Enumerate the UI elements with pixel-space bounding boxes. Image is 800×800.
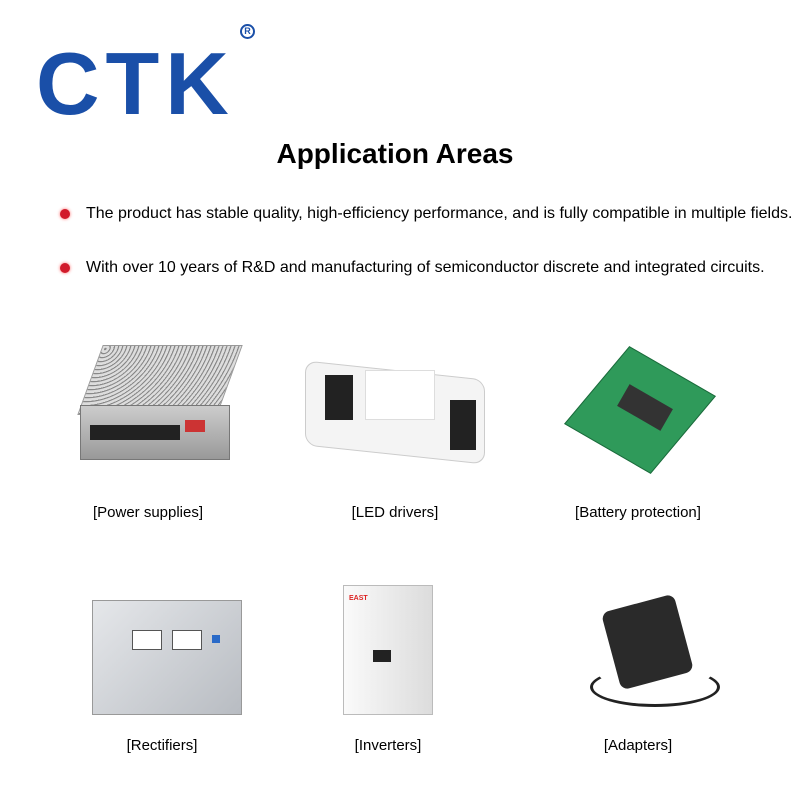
- battery-protection-image: [564, 345, 716, 475]
- application-label-power-supplies: [Power supplies]: [92, 504, 204, 521]
- bullet-item: The product has stable quality, high-eff…: [52, 205, 792, 223]
- power-supply-image: [77, 345, 243, 465]
- application-label-rectifiers: [Rectifiers]: [126, 737, 198, 754]
- bullet-dot-icon: [60, 209, 70, 219]
- application-label-inverters: [Inverters]: [354, 737, 422, 754]
- application-label-adapters: [Adapters]: [603, 737, 673, 754]
- registered-mark: R: [240, 24, 255, 39]
- bullet-text: The product has stable quality, high-eff…: [86, 205, 793, 222]
- page-title: Application Areas: [276, 138, 514, 169]
- adapter-image: [550, 582, 735, 732]
- inverter-image: EAST: [343, 585, 433, 720]
- application-label-battery-protection: [Battery protection]: [575, 504, 701, 521]
- bullet-item: With over 10 years of R&D and manufactur…: [52, 259, 765, 277]
- led-driver-image: [305, 355, 485, 465]
- bullet-dot-icon: [60, 263, 70, 273]
- application-label-led-drivers: [LED drivers]: [351, 504, 439, 521]
- rectifier-image: [92, 590, 242, 720]
- bullet-text: With over 10 years of R&D and manufactur…: [86, 259, 765, 276]
- ctk-logo: CTK: [36, 34, 235, 133]
